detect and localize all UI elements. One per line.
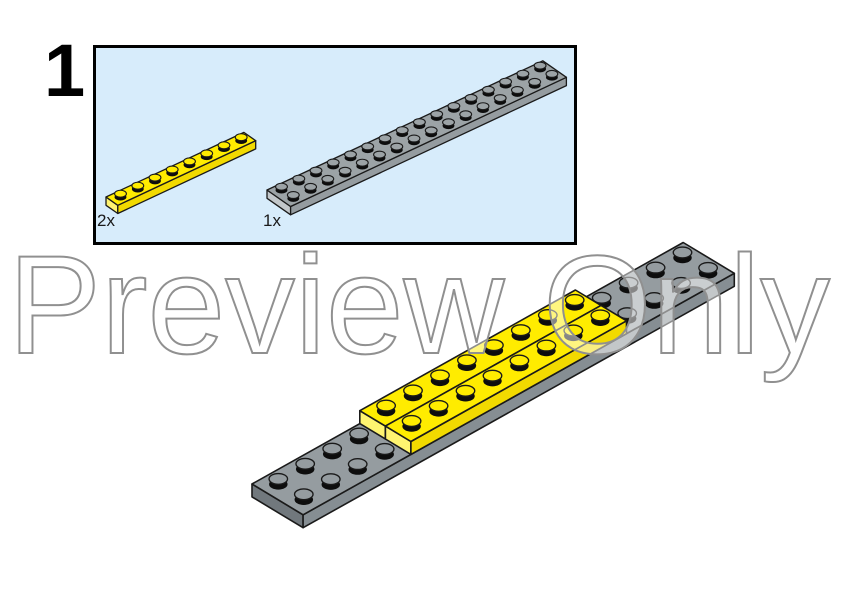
stud-top bbox=[430, 110, 444, 119]
stud-top bbox=[464, 93, 478, 102]
parts-callout-box bbox=[93, 45, 577, 245]
stud-top bbox=[482, 369, 503, 382]
stud-top bbox=[217, 141, 231, 150]
stud-top bbox=[456, 354, 477, 367]
stud-top bbox=[545, 69, 559, 78]
stud-top bbox=[442, 118, 455, 127]
stud-top bbox=[671, 276, 692, 290]
stud-top bbox=[309, 166, 323, 175]
stud-top bbox=[292, 174, 306, 183]
parts-box-bricks bbox=[105, 60, 568, 216]
brick-drawings bbox=[105, 60, 736, 529]
stud-top bbox=[428, 399, 449, 412]
qty-label-yellow-plate: 2x bbox=[97, 211, 115, 230]
stud-top bbox=[618, 276, 639, 289]
plate-1x8-yellow bbox=[384, 304, 628, 456]
stud-top bbox=[455, 384, 476, 397]
stud-top bbox=[563, 324, 584, 337]
stud-top bbox=[347, 458, 368, 471]
stud-top bbox=[373, 150, 386, 159]
stud-top bbox=[564, 293, 585, 307]
stud-top bbox=[412, 118, 426, 127]
stud-top bbox=[268, 472, 289, 485]
stud-top bbox=[516, 69, 530, 78]
stud-top bbox=[286, 191, 300, 200]
stud-top bbox=[322, 442, 343, 455]
stud-top bbox=[447, 101, 461, 110]
stud-top bbox=[698, 261, 719, 274]
stud-top bbox=[234, 133, 248, 142]
stud-top bbox=[378, 134, 392, 143]
stud-top bbox=[304, 182, 318, 191]
stud-top bbox=[349, 427, 370, 440]
stud-top bbox=[355, 158, 369, 167]
stud-top bbox=[374, 442, 395, 456]
stud-top bbox=[533, 61, 547, 70]
plate-2x16-dark-gray bbox=[266, 60, 568, 216]
stud-top bbox=[481, 85, 495, 94]
stud-top bbox=[476, 102, 490, 111]
assembly bbox=[251, 241, 736, 529]
stud-top bbox=[537, 309, 558, 322]
stud-top bbox=[528, 77, 542, 86]
stud-top bbox=[326, 158, 340, 167]
stud-top bbox=[459, 110, 473, 119]
stud-top bbox=[183, 157, 196, 166]
stud-top bbox=[344, 150, 357, 159]
stud-top bbox=[617, 307, 638, 320]
stud-top bbox=[395, 126, 409, 135]
stud-top bbox=[165, 165, 179, 174]
stud-top bbox=[590, 309, 611, 322]
stud-top bbox=[430, 369, 450, 382]
stud-top bbox=[131, 181, 145, 190]
stud-top bbox=[407, 134, 421, 143]
stud-top bbox=[424, 126, 438, 135]
stud-top bbox=[361, 142, 375, 151]
stud-top bbox=[403, 384, 423, 397]
stud-top bbox=[295, 457, 316, 470]
stud-top bbox=[321, 174, 335, 183]
stud-top bbox=[510, 324, 531, 337]
stud-top bbox=[148, 173, 162, 182]
stud-top bbox=[493, 94, 507, 103]
step-number: 1 bbox=[44, 29, 85, 112]
stud-top bbox=[672, 246, 693, 259]
stud-top bbox=[483, 339, 504, 352]
preview-watermark: Preview Only bbox=[8, 226, 830, 383]
stud-top bbox=[644, 292, 665, 305]
stud-top bbox=[275, 182, 288, 191]
stud-top bbox=[200, 149, 214, 158]
stud-top bbox=[114, 189, 127, 198]
stud-top bbox=[509, 354, 530, 367]
stud-top bbox=[390, 142, 404, 151]
stud-top bbox=[320, 473, 341, 486]
stud-top bbox=[376, 399, 397, 412]
qty-label-gray-plate: 1x bbox=[263, 211, 281, 230]
stud-top bbox=[401, 414, 422, 428]
stud-top bbox=[645, 261, 666, 274]
plate-1x8-yellow bbox=[105, 131, 257, 215]
stud-top bbox=[338, 166, 352, 175]
stud-top bbox=[499, 77, 513, 86]
stud-top bbox=[536, 339, 557, 352]
stud-top bbox=[591, 291, 612, 304]
stud-top bbox=[293, 488, 314, 501]
stud-top bbox=[510, 85, 524, 94]
